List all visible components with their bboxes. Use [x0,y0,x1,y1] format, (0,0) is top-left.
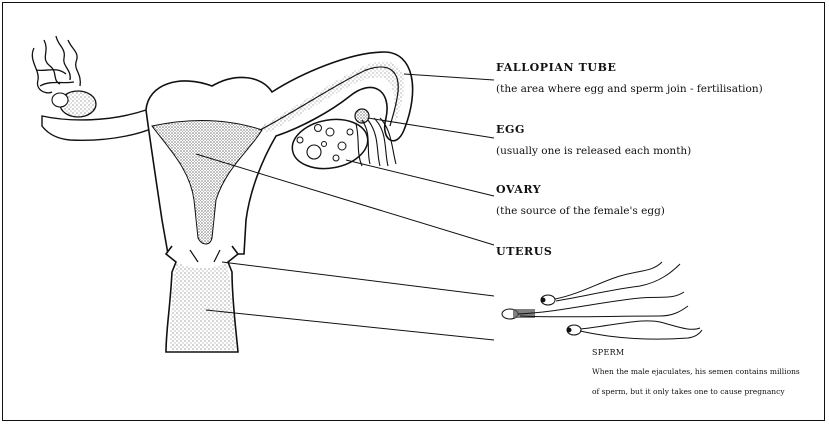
label-fallopian-tube: FALLOPIAN TUBE [496,62,616,73]
label-sperm-line1: When the male ejaculates, his semen cont… [592,368,800,376]
label-fallopian-tube-desc: (the area where egg and sperm join - fer… [496,84,763,95]
label-ovary-desc: (the source of the female's egg) [496,206,665,217]
sperm-cells [502,262,702,339]
label-sperm-line2: of sperm, but it only takes one to cause… [592,388,785,396]
label-egg: EGG [496,124,525,135]
left-ovary [52,91,96,117]
label-sperm: SPERM [592,349,624,357]
label-uterus: UTERUS [496,246,552,257]
cervix-vagina [166,246,238,352]
egg-cell [355,109,369,123]
label-egg-desc: (usually one is released each month) [496,146,691,157]
left-fimbriae [32,36,80,93]
label-ovary: OVARY [496,184,541,195]
